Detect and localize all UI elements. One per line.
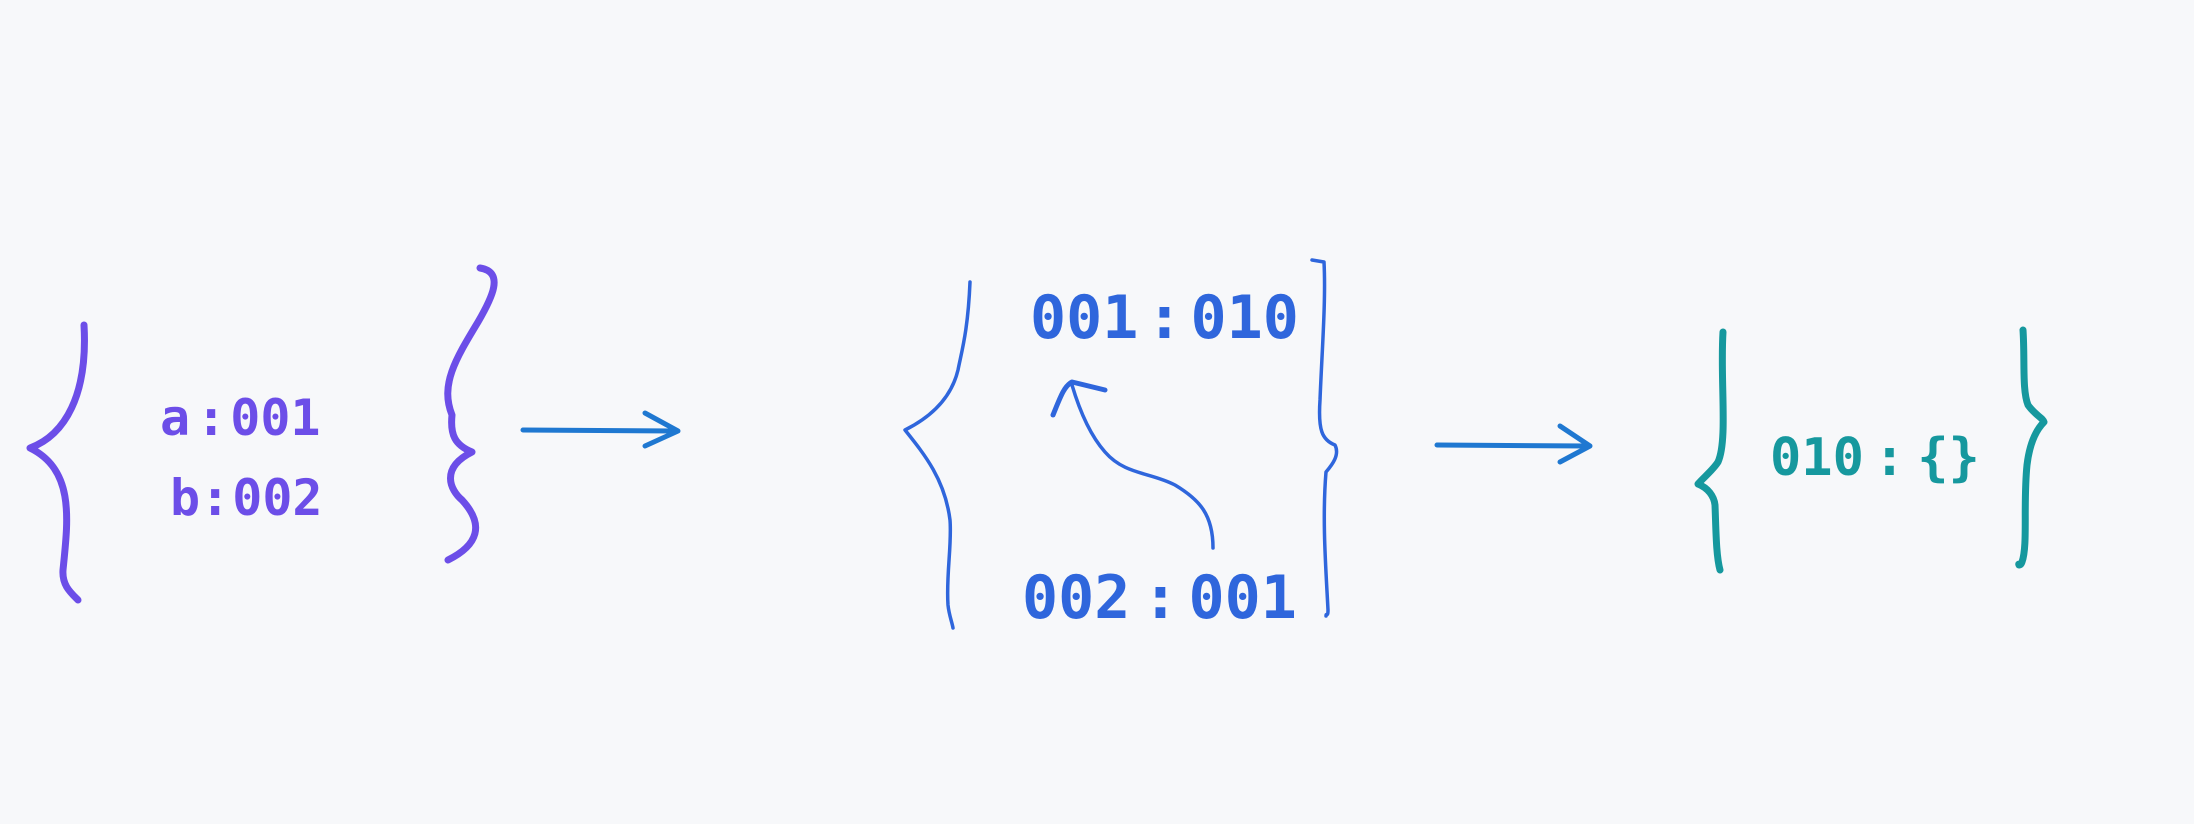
group1-entry-1-key: a <box>160 389 190 447</box>
group1-entry-1: a:001 <box>160 389 321 447</box>
group2-entry-1-key: 001 <box>1030 283 1138 353</box>
group3-entry-1-key: 010 <box>1770 428 1864 488</box>
group2-entry-2-sep: : <box>1142 563 1178 633</box>
group1-entry-2-value: 002 <box>232 469 322 527</box>
group2-left-brace <box>903 280 972 630</box>
group1-entry-1-value: 001 <box>230 389 320 447</box>
group1-entry-2-sep: : <box>200 469 230 527</box>
arrow-2 <box>1434 423 1593 465</box>
group3-entry-1-value: {} <box>1917 428 1980 488</box>
group2-entry-1: 001:010 <box>1030 283 1299 353</box>
group1-entry-1-sep: : <box>196 389 226 447</box>
group2-entry-2-key: 002 <box>1022 563 1130 633</box>
group3-right-brace <box>2015 326 2048 569</box>
arrow-1 <box>520 410 681 449</box>
group1-entry-2: b:002 <box>170 469 323 527</box>
reference-curve-arrowhead <box>1050 379 1108 418</box>
group2-entry-2-value: 001 <box>1189 563 1297 633</box>
group1-right-brace <box>444 264 498 564</box>
group2-entry-1-sep: : <box>1146 283 1182 353</box>
group3-entry-1-sep: : <box>1874 428 1905 488</box>
group3: 010:{} <box>1694 326 2048 574</box>
group1-left-brace <box>26 321 88 604</box>
group3-left-brace <box>1694 328 1727 574</box>
reference-curve-arrow <box>1070 383 1215 550</box>
group2-entry-1-value: 010 <box>1191 283 1299 353</box>
group2-right-bracket <box>1310 258 1339 618</box>
group2: 001:010 002:001 <box>903 258 1339 633</box>
group1: a:001 b:002 <box>26 264 498 604</box>
group3-entry-1: 010:{} <box>1770 428 1980 488</box>
group2-entry-2: 002:001 <box>1022 563 1297 633</box>
group1-entry-2-key: b <box>170 469 200 527</box>
